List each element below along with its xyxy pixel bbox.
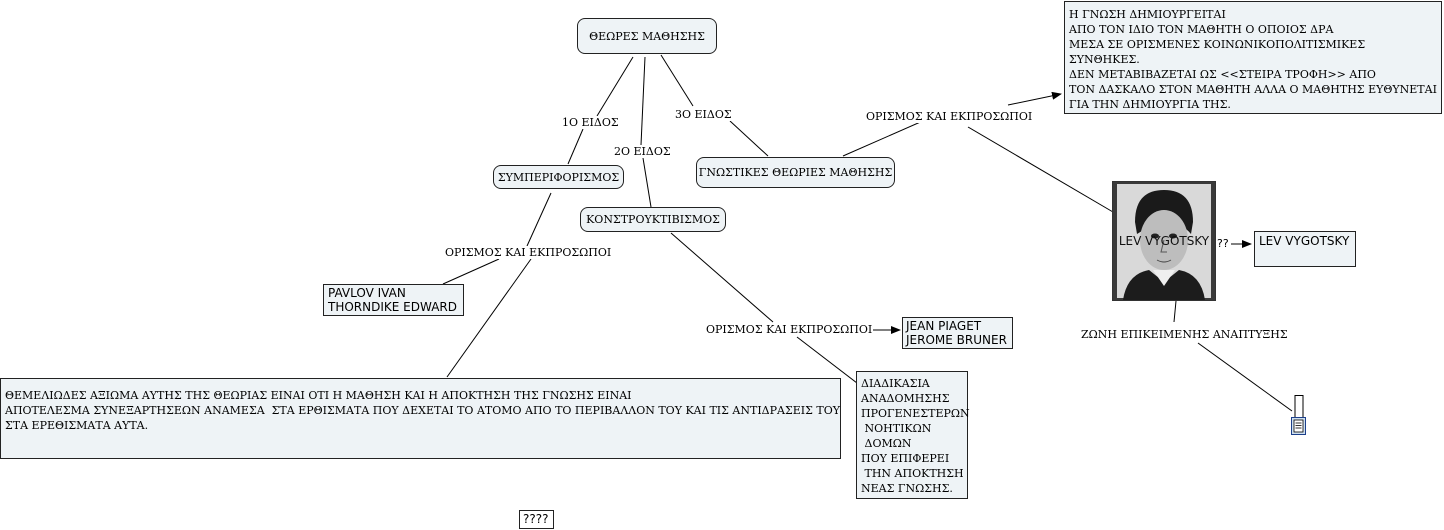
constructivism-concept[interactable]: ΚΟΝΣΤΡΟΥΚΤΙΒΙΣΜΟΣ	[580, 207, 726, 232]
line-root-type1	[596, 56, 634, 117]
link-label-photo: ??	[1216, 237, 1230, 250]
cognitive-theories-concept[interactable]: ΓΝΩΣΤΙΚΕΣ ΘΕΩΡΙΕΣ ΜΑΘΗΣΗΣ	[696, 157, 895, 188]
link-label-type1: 1Ο ΕΙΔΟΣ	[561, 116, 620, 129]
line-photo-zpd	[1173, 300, 1177, 323]
link-label-constructivism-def: ΟΡΙΣΜΟΣ ΚΑΙ ΕΚΠΡΟΣΩΠΟΙ	[705, 323, 874, 336]
line-type3-cognitive	[729, 120, 769, 157]
line-root-type3	[660, 54, 694, 107]
behaviorism-representatives[interactable]: PAVLOV IVAN THORNDIKE EDWARD	[323, 284, 464, 316]
link-label-zpd: ΖΩΝΗ ΕΠΙΚΕΙΜΕΝΗΣ ΑΝΑΠΤΥΞΗΣ	[1080, 328, 1289, 341]
line-defreps-reps	[442, 258, 500, 285]
line-type2-constructivism	[642, 157, 652, 208]
vygotsky-node[interactable]: LEV VYGOTSKY	[1254, 231, 1356, 267]
cognitive-definition[interactable]: Η ΓΝΩΣΗ ΔΗΜΙΟΥΡΓΕΙΤΑΙ ΑΠΟ ΤΟΝ ΙΔΙΟ ΤΟΝ Μ…	[1064, 1, 1442, 114]
line-root-type2	[640, 56, 646, 146]
line-cognitive-defreps	[842, 119, 926, 157]
line-defreps-photo	[967, 126, 1114, 213]
line-defreps-cogdef	[1007, 91, 1062, 106]
line-constructivism-defreps	[670, 232, 774, 323]
link-label-cognitive-def: ΟΡΙΣΜΟΣ ΚΑΙ ΕΚΠΡΟΣΩΠΟΙ	[865, 110, 1034, 123]
photo-caption: LEV VYGOTSKY	[1118, 234, 1210, 248]
vygotsky-photo[interactable]: LEV VYGOTSKY	[1112, 181, 1216, 301]
behaviorism-axiom[interactable]: ΘΕΜΕΛΙΩΔΕΣ ΑΞΙΩΜΑ ΑΥΤΗΣ ΤΗΣ ΘΕΩΡΙΑΣ ΕΙΝΑ…	[0, 378, 841, 459]
link-label-type2: 2Ο ΕΙΔΟΣ	[613, 145, 672, 158]
link-label-type3: 3Ο ΕΙΔΟΣ	[674, 108, 733, 121]
portrait-photo-icon	[1113, 182, 1215, 300]
root-concept[interactable]: ΘΕΩΡΕΣ ΜΑΘΗΣΗΣ	[577, 18, 717, 54]
question-node[interactable]: ????	[519, 510, 554, 529]
behaviorism-concept[interactable]: ΣΥΜΠΕΡΙΦΟΡΙΣΜΟΣ	[493, 165, 624, 189]
link-label-behaviorism-def: ΟΡΙΣΜΟΣ ΚΑΙ ΕΚΠΡΟΣΩΠΟΙ	[444, 246, 613, 259]
constructivism-representatives[interactable]: JEAN PIAGET JEROME BRUNER	[902, 317, 1013, 349]
line-type1-behaviorism	[567, 128, 584, 165]
line-zpd-doc	[1197, 342, 1293, 412]
line-defreps-axiom	[446, 258, 532, 378]
constructivism-description[interactable]: ΔΙΑΔΙΚΑΣΙΑ ΑΝΑΔΟΜΗΣΗΣ ΠΡΟΓΕΝΕΣΤΕΡΩΝ ΝΟΗΤ…	[856, 371, 970, 499]
document-icon[interactable]	[1291, 395, 1307, 441]
line-behaviorism-defreps	[526, 192, 552, 247]
